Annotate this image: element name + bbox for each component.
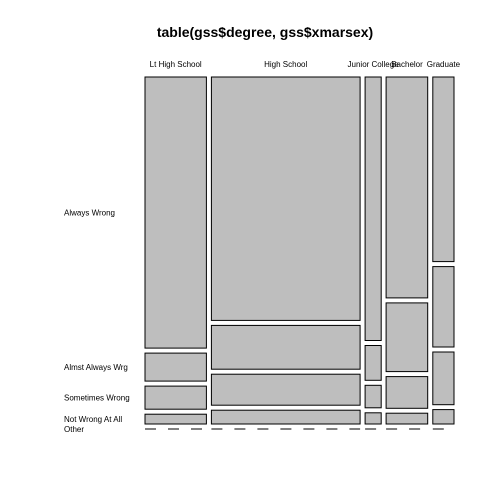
column-label-junior-college: Junior College: [348, 60, 400, 69]
tile-graduate-always-wrong: [432, 76, 455, 263]
tile-junior-college-always-wrong: [364, 76, 382, 341]
row-label-not-wrong-at-all: Not Wrong At All: [64, 415, 122, 424]
tile-high-school-sometimes-wrong: [210, 373, 361, 406]
tile-lt-high-school-not-wrong-at-all: [144, 413, 207, 425]
tile-lt-high-school-always-wrong: [144, 76, 207, 349]
tile-junior-college-sometimes-wrong: [364, 384, 382, 409]
tile-high-school-almst-always-wrg: [210, 324, 361, 370]
tile-high-school-always-wrong: [210, 76, 361, 321]
tile-high-school-not-wrong-at-all: [210, 409, 361, 425]
tile-junior-college-almst-always-wrg: [364, 345, 382, 381]
tile-bachelor-not-wrong-at-all: [385, 412, 429, 425]
row-label-other: Other: [64, 425, 84, 434]
tile-graduate-not-wrong-at-all: [432, 409, 455, 425]
row-label-almst-always-wrg: Almst Always Wrg: [64, 363, 128, 372]
mosaic-tiles: [144, 76, 455, 430]
tile-bachelor-sometimes-wrong: [385, 376, 429, 409]
tile-junior-college-not-wrong-at-all: [364, 412, 382, 425]
column-label-bachelor: Bachelor: [391, 60, 423, 69]
row-label-always-wrong: Always Wrong: [64, 209, 115, 218]
tile-lt-high-school-sometimes-wrong: [144, 385, 207, 410]
tile-bachelor-almst-always-wrg: [385, 302, 429, 373]
tile-graduate-almst-always-wrg: [432, 266, 455, 348]
column-labels: Lt High School High School Junior CollegeB…: [150, 60, 461, 69]
column-label-lt-high-school: Lt High School: [150, 60, 202, 69]
row-label-sometimes-wrong: Sometimes Wrong: [64, 394, 130, 403]
chart-title: table(gss$degree, gss$xmarsex): [157, 24, 373, 40]
tile-bachelor-always-wrong: [385, 76, 429, 299]
tile-lt-high-school-almst-always-wrg: [144, 352, 207, 382]
column-label-graduate: Graduate: [427, 60, 461, 69]
tile-graduate-sometimes-wrong: [432, 351, 455, 406]
column-label-high-school: High School: [264, 60, 307, 69]
